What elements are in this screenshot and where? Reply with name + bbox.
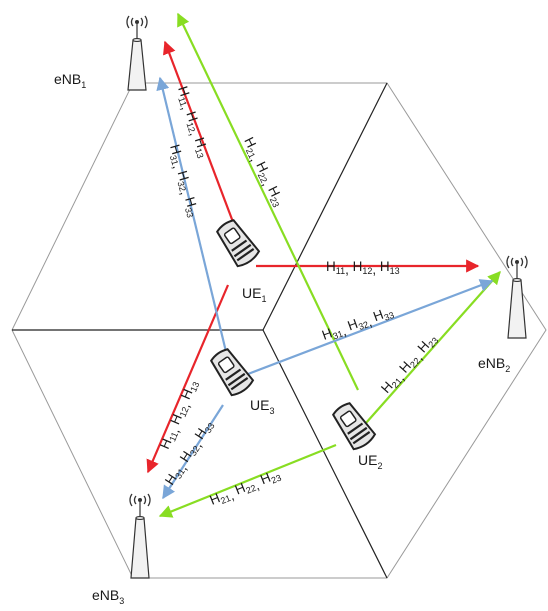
arrow-ue2-enb2 (357, 271, 501, 433)
channel-label-ue3-enb3: H31, H32, H33 (162, 417, 218, 489)
channel-label-ue1-enb2: H11, H12, H13 (326, 259, 400, 277)
arrow-ue3-enb3 (162, 404, 224, 500)
channel-label-ue1-enb3: H11, H12, H13 (157, 378, 202, 453)
cell-hexagon (11, 82, 547, 579)
channel-arrows (146, 12, 501, 518)
arrow-ue2-enb3 (158, 443, 337, 518)
ue1-label: UE1 (242, 285, 266, 304)
channel-label-ue3-enb2: H31, H32, H33 (320, 303, 396, 345)
enb1-tower (126, 15, 148, 91)
arrow-ue2-enb1 (177, 12, 359, 391)
arrow-ue1-enb3 (146, 284, 230, 474)
mobile-phone-icon (210, 348, 255, 397)
ue3-label: UE3 (250, 397, 274, 416)
arrow-ue3-enb2 (247, 279, 494, 376)
ue3-phone (210, 348, 255, 397)
enb1-label: eNB1 (54, 71, 86, 90)
arrow-ue1-enb1 (163, 40, 235, 223)
enb3-label: eNB3 (92, 587, 124, 606)
channel-label-ue2-enb1: H21, H22, H23 (239, 135, 288, 210)
channel-label-ue2-enb3: H21, H22, H23 (208, 466, 284, 511)
mobile-phone-icon (216, 219, 261, 268)
ue2-label: UE2 (358, 452, 382, 471)
sector-border-upper-right (262, 82, 388, 331)
channel-label-ue3-enb1: H31, H32, H33 (164, 143, 202, 219)
enb3-tower (129, 493, 151, 579)
mobile-phone-icon (332, 402, 377, 451)
arrow-ue3-enb1 (156, 76, 230, 361)
enb2-tower (506, 255, 528, 339)
antenna-tower-icon (129, 493, 151, 579)
ue2-phone (332, 402, 377, 451)
channel-label-ue1-enb1: H11, H12, H13 (172, 84, 212, 160)
antenna-tower-icon (506, 255, 528, 339)
channel-label-ue2-enb2: H21, H22, H23 (378, 331, 441, 398)
enb2-label: eNB2 (478, 355, 510, 374)
antenna-tower-icon (126, 15, 148, 91)
ue1-phone (216, 219, 261, 268)
sector-border-lower (262, 329, 388, 579)
